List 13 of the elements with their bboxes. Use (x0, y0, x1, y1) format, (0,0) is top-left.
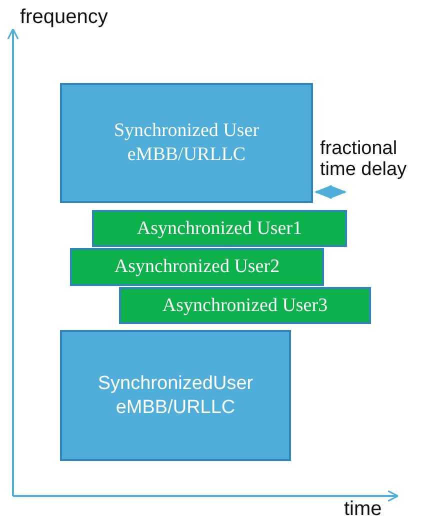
process-box (60, 83, 313, 203)
axis-label: frequency (20, 6, 109, 28)
box-label: Asynchronized User1 (136, 216, 302, 240)
process-box (70, 248, 324, 286)
box-label: Synchronized User eMBB/URLLC (112, 119, 260, 167)
annotation-text: fractional time delay (320, 139, 408, 181)
box-label: Asynchronized User2 (114, 255, 280, 279)
box-label: SynchronizedUser eMBB/URLLC (96, 372, 254, 420)
process-box (60, 330, 291, 461)
process-box (92, 210, 347, 247)
box-label: Asynchronized User3 (162, 294, 328, 318)
axis-label: time (344, 498, 383, 520)
process-box (119, 287, 371, 324)
